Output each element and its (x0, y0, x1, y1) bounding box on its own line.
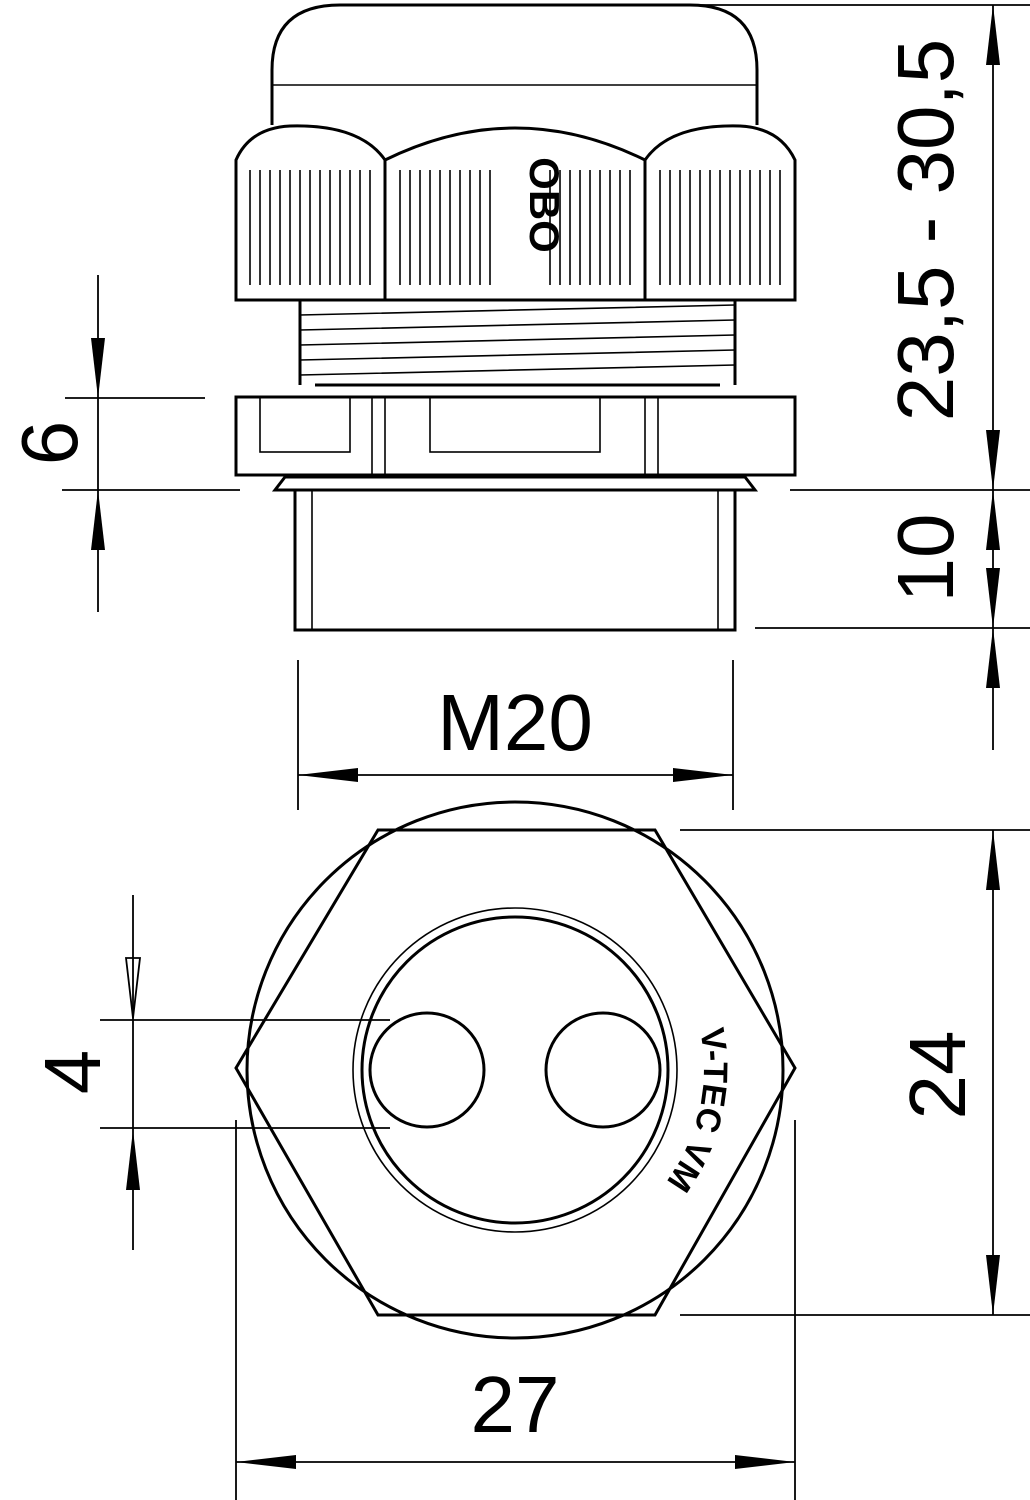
hexagon (234, 828, 797, 1317)
lock-flange (234, 395, 797, 477)
hole-diameter-label: 4 (28, 1050, 117, 1095)
seal-circle-outer (352, 907, 678, 1233)
dimension-width: 27 (235, 1120, 796, 1500)
connection-thread (271, 475, 759, 632)
hex-nut-band (234, 124, 797, 302)
thread-label: M20 (437, 678, 593, 767)
height-range-label: 23,5 - 30,5 (881, 39, 970, 422)
thread (298, 300, 737, 387)
brand-logo: OBO (521, 157, 568, 253)
cap-dome (270, 3, 759, 125)
dimension-flange: 6 (5, 275, 240, 612)
dimension-thread: M20 (297, 660, 734, 810)
side-view: OBO (234, 3, 797, 632)
width-label: 27 (471, 1360, 560, 1449)
cable-hole-right (544, 1011, 662, 1129)
thread-length-label: 10 (881, 514, 970, 603)
grip-ribs (249, 170, 781, 285)
cable-hole-left (368, 1011, 486, 1129)
flange-height-label: 6 (5, 421, 94, 466)
seal-marking: V-TEC VM (659, 1025, 734, 1198)
outer-circle (245, 800, 785, 1340)
dimension-hole: 4 (28, 895, 390, 1250)
dimension-height: 23,5 - 30,5 10 (700, 4, 1030, 750)
across-flats-label: 24 (893, 1031, 982, 1120)
dimension-across-flats: 24 (680, 829, 1030, 1316)
seal-circle-inner (360, 915, 670, 1225)
bottom-view: V-TEC VM (234, 800, 797, 1340)
